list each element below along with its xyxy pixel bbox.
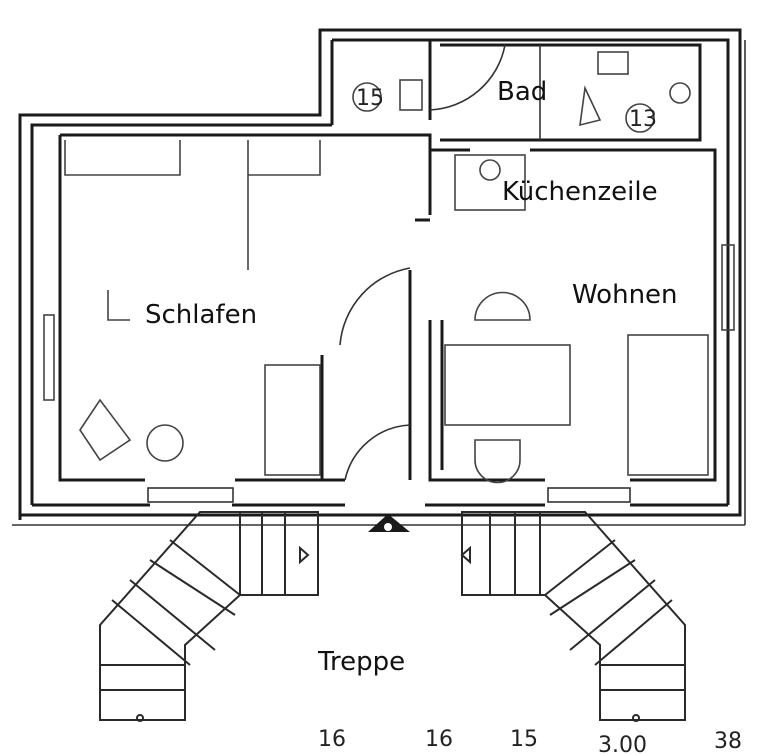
room-label-treppe: Treppe <box>317 647 405 677</box>
living-furniture <box>444 244 735 484</box>
bathroom-fixtures: 15 13 <box>352 51 691 133</box>
doors <box>339 44 506 481</box>
interior-walls <box>58 40 717 482</box>
dimension-4: 3.00 <box>598 733 647 755</box>
room-label-kuechenzeile: Küchenzeile <box>502 177 658 207</box>
entrance-marker <box>368 514 410 532</box>
room-label-bad: Bad <box>497 77 547 107</box>
fixture-number-right: 13 <box>629 107 657 132</box>
fixture-number-left: 15 <box>356 86 384 111</box>
room-label-schlafen: Schlafen <box>145 300 257 330</box>
stairs <box>99 511 686 722</box>
outer-walls <box>12 28 746 526</box>
kitchen-fixtures <box>454 154 526 211</box>
dimension-5: 38 <box>714 729 742 754</box>
dimension-1: 16 <box>318 727 346 752</box>
windows <box>147 487 631 503</box>
room-label-wohnen: Wohnen <box>572 280 678 310</box>
dimension-2: 16 <box>425 727 453 752</box>
bedroom-furniture <box>43 140 321 476</box>
dimension-3: 15 <box>510 727 538 752</box>
